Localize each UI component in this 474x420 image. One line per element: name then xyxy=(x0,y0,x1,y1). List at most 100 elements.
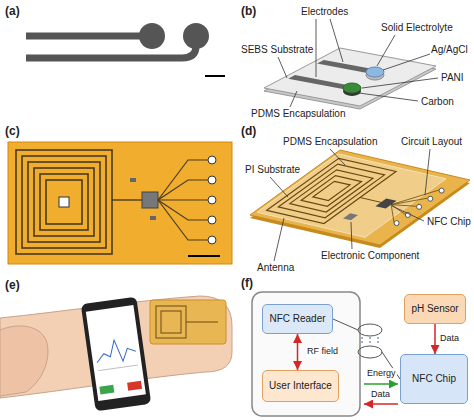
box-text: NFC Chip xyxy=(412,373,456,385)
panel-letter: (e) xyxy=(4,278,21,292)
leader-line xyxy=(377,35,395,66)
antenna-loop xyxy=(358,346,382,358)
circuit-trace xyxy=(391,205,394,223)
part-label: Electrodes xyxy=(300,6,349,18)
coil-pad xyxy=(59,197,69,207)
part-label: Data xyxy=(370,389,391,400)
box-text: User Interface xyxy=(269,380,332,392)
arm-photo xyxy=(0,296,232,411)
trace xyxy=(158,180,208,200)
patch-coil xyxy=(156,306,186,338)
electrode-trace xyxy=(26,33,142,40)
energy-arrow xyxy=(364,383,398,385)
process-box: NFC Reader xyxy=(262,304,333,334)
scale-bar xyxy=(205,75,225,77)
antenna-coil xyxy=(313,181,350,200)
part-label: PDMS Encapsulation xyxy=(282,136,379,148)
sebs-substrate xyxy=(264,48,436,106)
trace xyxy=(158,200,208,240)
phone-screen xyxy=(86,305,146,401)
electrode-pad xyxy=(183,23,209,49)
contact-pad xyxy=(208,196,216,204)
contact-pad xyxy=(417,204,422,209)
trace xyxy=(360,198,381,203)
panel-letter: (d) xyxy=(240,124,257,138)
contact-pad xyxy=(428,196,433,201)
electrode-pattern xyxy=(26,23,225,76)
part-label: Solid Electrolyte xyxy=(380,22,454,34)
contact-pad xyxy=(394,221,399,226)
phone-outline xyxy=(252,292,360,416)
panel-letter: (c) xyxy=(4,124,21,138)
fist xyxy=(0,326,48,396)
circuit-trace xyxy=(391,205,416,207)
part-label: SEBS Substrate xyxy=(240,44,314,56)
panel-letter: (b) xyxy=(240,4,257,18)
box-text: pH Sensor xyxy=(411,303,458,315)
panel-letter: (a) xyxy=(4,4,21,18)
leader-line xyxy=(278,57,287,78)
data-arrow xyxy=(364,403,398,405)
antenna-coil xyxy=(22,156,106,248)
phone xyxy=(81,297,151,412)
part-label: Carbon xyxy=(420,96,455,108)
box-text: NFC Reader xyxy=(269,313,325,325)
trace xyxy=(112,199,142,200)
process-box: pH Sensor xyxy=(404,294,466,324)
part-label: PANI xyxy=(440,72,465,84)
screen-chart xyxy=(94,337,137,364)
screen-axis xyxy=(98,365,138,371)
contact-pad xyxy=(208,156,216,164)
trace xyxy=(158,160,208,200)
part-label: PDMS Encapsulation xyxy=(250,108,347,120)
phone-body xyxy=(81,297,151,412)
scale-bar xyxy=(188,255,220,257)
leader-line xyxy=(330,149,345,165)
part-label: Energy xyxy=(366,368,397,379)
screen-button xyxy=(99,385,114,395)
antenna-coil xyxy=(16,150,112,254)
patch xyxy=(150,300,226,344)
process-box: NFC Chip xyxy=(400,354,468,404)
electrode-strip xyxy=(317,60,373,73)
electrode-pad xyxy=(139,23,165,49)
contact-pad xyxy=(208,176,216,184)
data-arrow xyxy=(434,324,436,354)
rf-field-line xyxy=(370,337,371,345)
pani-layer xyxy=(343,83,361,93)
electrode-trace xyxy=(26,46,196,58)
electronic-component xyxy=(343,213,358,220)
leader-line xyxy=(274,218,284,261)
circuit-trace xyxy=(391,205,405,215)
leader-line xyxy=(392,206,424,221)
contact-pad xyxy=(439,188,444,193)
contact-pad xyxy=(208,236,216,244)
antenna-loop xyxy=(358,324,382,336)
rf-field-line xyxy=(378,337,379,345)
electrode-strip xyxy=(288,75,350,89)
part-label: Ag/AgCl xyxy=(430,44,469,56)
antenna-coil xyxy=(28,162,100,242)
rf-field-line xyxy=(362,337,363,345)
data-arrow xyxy=(297,334,299,370)
process-box: User Interface xyxy=(262,370,339,402)
patch-coil xyxy=(161,311,181,333)
component xyxy=(130,178,136,182)
contact-pad xyxy=(208,216,216,224)
screen-button xyxy=(127,381,142,391)
leader-line xyxy=(362,78,438,88)
part-label: NFC Chip xyxy=(426,216,472,228)
circuit-board xyxy=(8,142,232,264)
part-label: RF field xyxy=(306,346,339,357)
leader-line xyxy=(383,54,430,70)
leader-line xyxy=(316,19,317,77)
edge-label: Data xyxy=(439,333,460,344)
patch-trace xyxy=(186,322,218,323)
pi-board xyxy=(8,142,232,264)
part-label: PI Substrate xyxy=(244,164,301,176)
antenna-coil xyxy=(40,174,88,230)
leader-line xyxy=(359,93,418,101)
leader-line xyxy=(330,19,343,62)
antenna-coil xyxy=(46,180,82,224)
